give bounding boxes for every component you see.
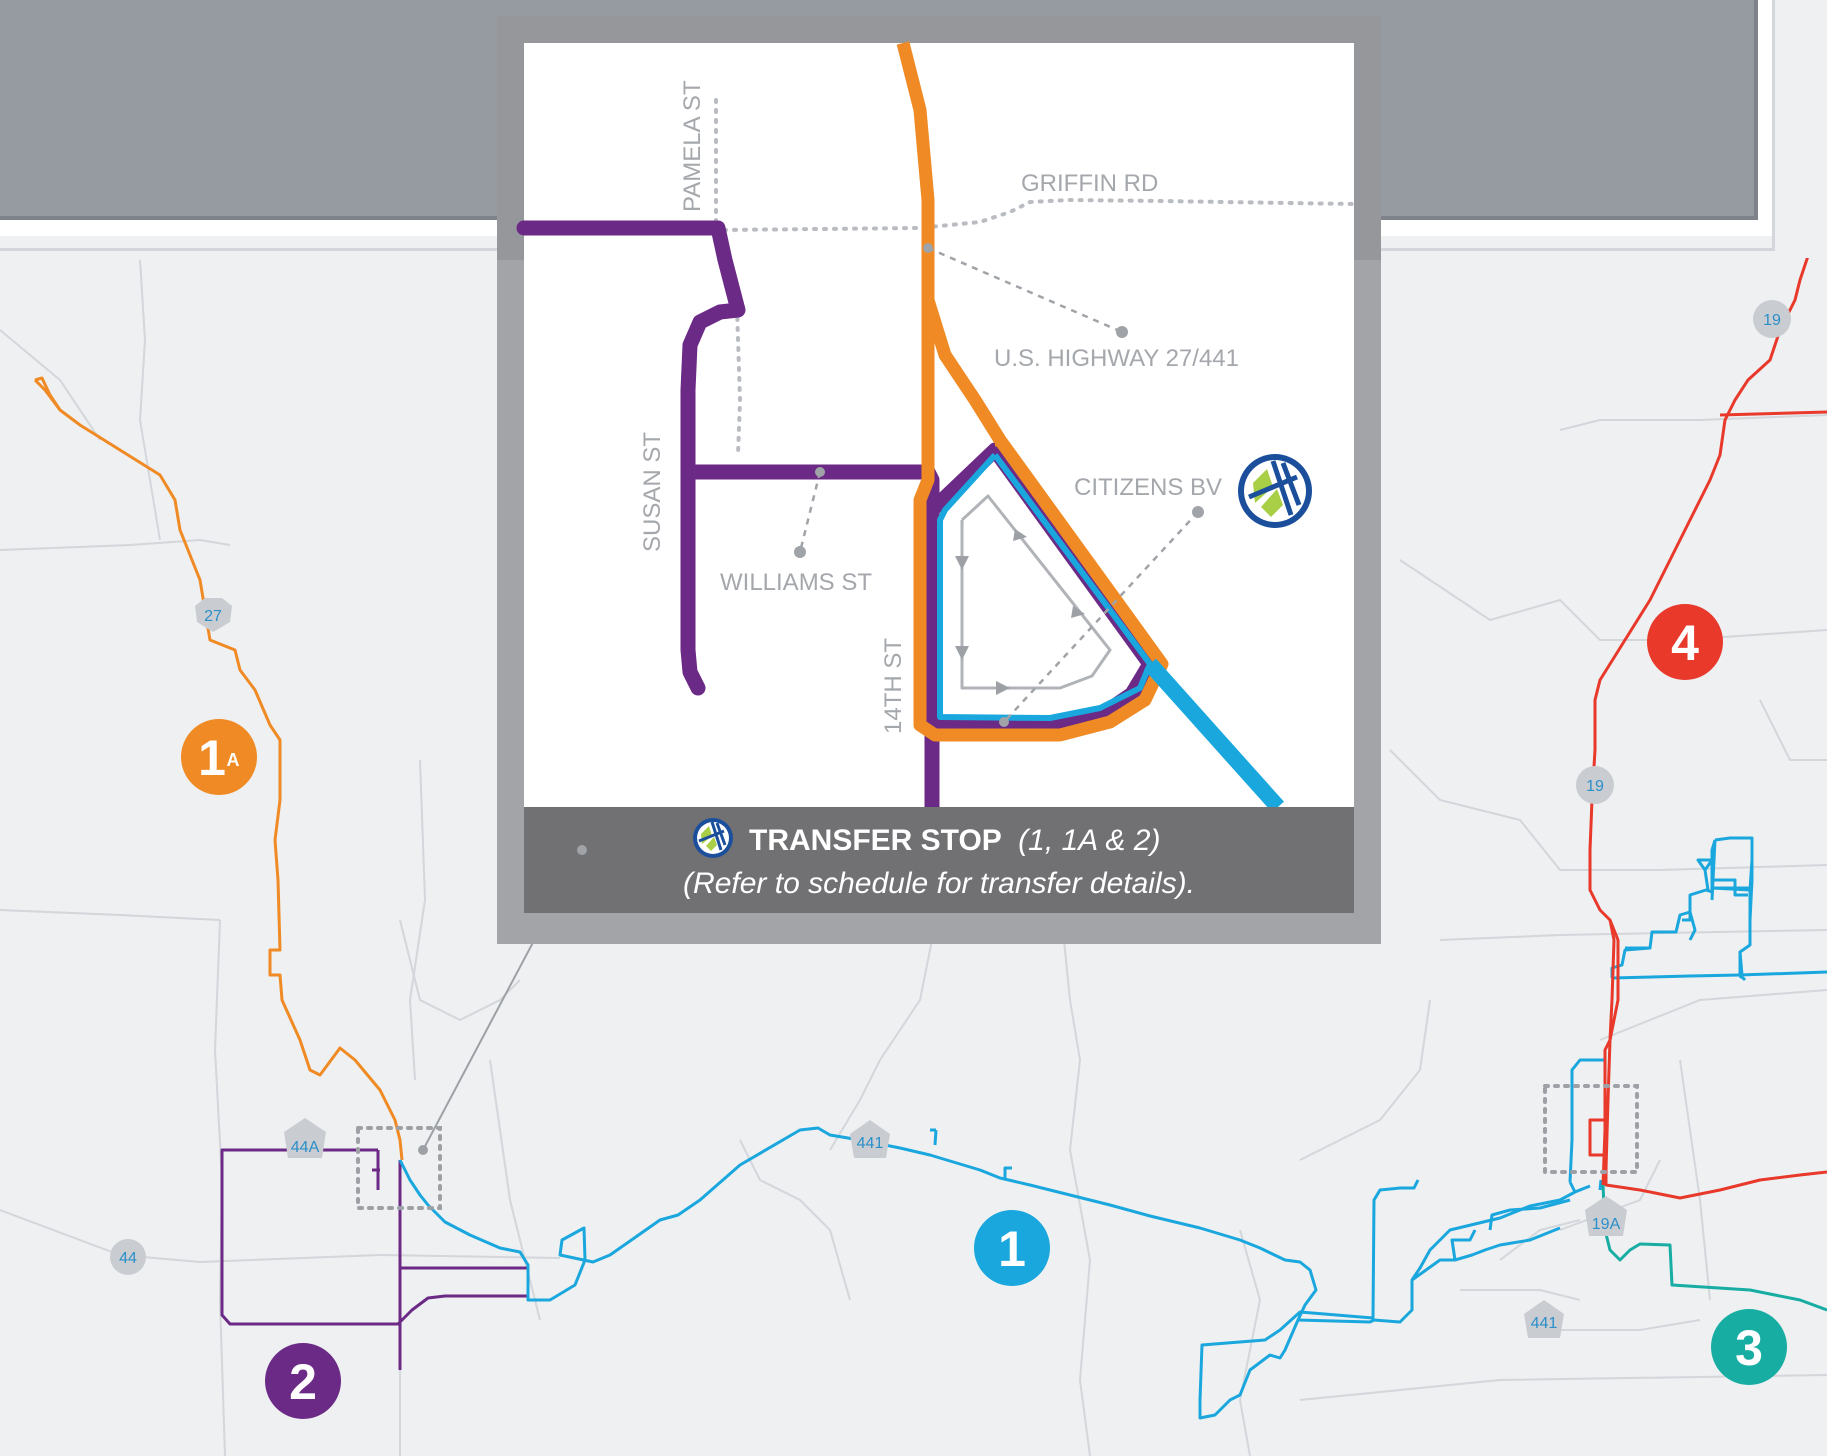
street-label-pamela: PAMELA ST <box>679 80 706 212</box>
svg-text:19A: 19A <box>1592 1216 1621 1233</box>
transfer-hub-right <box>1543 1084 1639 1174</box>
transfer-stop-title: TRANSFER STOP (1, 1A & 2) <box>749 824 1160 857</box>
shield-us19-top: 19 <box>1753 300 1791 338</box>
inset-map: PAMELA ST GRIFFIN RD U.S. HIGHWAY 27/441… <box>497 16 1381 944</box>
route-badge-3[interactable]: 3 <box>1711 1309 1787 1385</box>
svg-text:19: 19 <box>1763 312 1781 329</box>
inset-route-1-exit <box>1144 658 1284 813</box>
route-1a-line <box>33 376 404 1161</box>
route-1-line <box>398 836 1827 1420</box>
svg-text:4: 4 <box>1671 615 1699 671</box>
road-network <box>0 259 1827 1456</box>
loop-arrows <box>955 529 1085 695</box>
route-badge-2[interactable]: 2 <box>265 1343 341 1419</box>
route-3-line <box>1601 1184 1827 1312</box>
route-badge-1[interactable]: 1 <box>974 1210 1050 1286</box>
street-label-griffin: GRIFFIN RD <box>1021 170 1158 197</box>
street-label-highway: U.S. HIGHWAY 27/441 <box>994 345 1239 372</box>
route-2-line <box>220 1148 528 1370</box>
transfer-hub-left <box>356 1126 442 1210</box>
inset-footer <box>524 807 1354 913</box>
street-label-susan: SUSAN ST <box>639 432 666 552</box>
svg-text:1: 1 <box>198 730 226 786</box>
shield-us19-mid: 19 <box>1576 766 1614 804</box>
transfer-note: (Refer to schedule for transfer details)… <box>683 867 1195 900</box>
route-badge-1a[interactable]: 1 A <box>181 719 257 795</box>
svg-text:2: 2 <box>289 1354 317 1410</box>
transfer-stop-icon[interactable] <box>1238 454 1312 528</box>
street-label-citizens: CITIZENS BV <box>1074 474 1222 501</box>
svg-text:19: 19 <box>1586 778 1604 795</box>
svg-text:441: 441 <box>1531 1315 1558 1332</box>
svg-text:441: 441 <box>857 1135 884 1152</box>
shield-us27: 27 <box>195 598 232 632</box>
route-badge-4[interactable]: 4 <box>1647 604 1723 680</box>
svg-text:44A: 44A <box>291 1139 320 1156</box>
street-label-14th: 14TH ST <box>880 638 907 734</box>
svg-text:A: A <box>227 750 240 770</box>
shield-sr19a: 19A <box>1585 1196 1627 1236</box>
shield-sr44: 44 <box>110 1239 146 1275</box>
svg-text:27: 27 <box>204 608 222 625</box>
shield-us441-right: 441 <box>1524 1300 1564 1338</box>
street-label-williams: WILLIAMS ST <box>720 569 872 596</box>
svg-text:44: 44 <box>119 1250 137 1267</box>
shield-sr44a: 44A <box>284 1118 326 1158</box>
svg-text:3: 3 <box>1735 1320 1763 1376</box>
footer-transfer-icon <box>693 818 733 858</box>
svg-text:1: 1 <box>998 1221 1026 1277</box>
shield-us441-mid: 441 <box>850 1120 890 1158</box>
